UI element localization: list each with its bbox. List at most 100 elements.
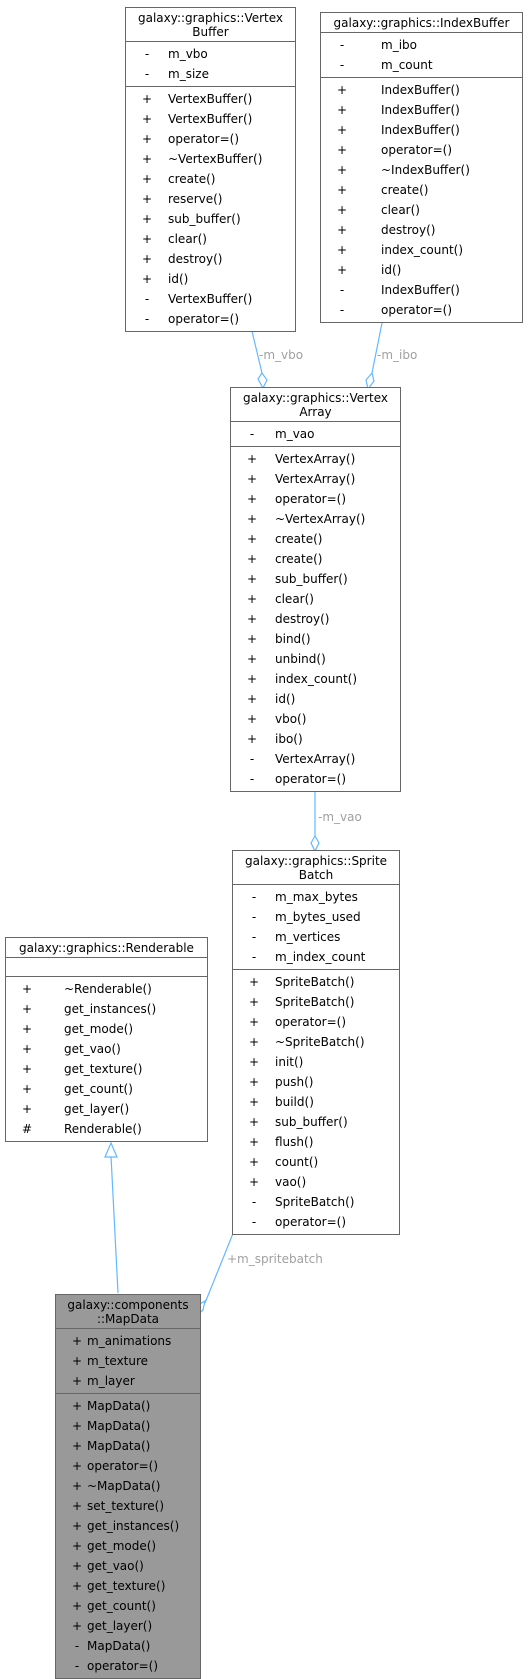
attribute-row[interactable]: +m_texture xyxy=(56,1351,200,1371)
method-row[interactable]: +ibo() xyxy=(231,729,400,749)
method-row[interactable]: +operator=() xyxy=(321,140,522,160)
method-row[interactable]: +~VertexBuffer() xyxy=(126,149,295,169)
method-row[interactable]: +create() xyxy=(126,169,295,189)
method-row[interactable]: +IndexBuffer() xyxy=(321,120,522,140)
class-box-vertex-buffer[interactable]: galaxy::graphics::Vertex Buffer -m_vbo-m… xyxy=(125,7,296,332)
method-row[interactable]: +IndexBuffer() xyxy=(321,80,522,100)
method-row[interactable]: +~Renderable() xyxy=(6,979,207,999)
class-box-index-buffer[interactable]: galaxy::graphics::IndexBuffer -m_ibo-m_c… xyxy=(320,12,523,323)
method-row[interactable]: +operator=() xyxy=(56,1456,200,1476)
method-row[interactable]: +clear() xyxy=(321,200,522,220)
method-row[interactable]: +build() xyxy=(233,1092,399,1112)
method-row[interactable]: +~SpriteBatch() xyxy=(233,1032,399,1052)
attribute-row[interactable]: -m_vbo xyxy=(126,44,295,64)
attribute-row[interactable]: +m_layer xyxy=(56,1371,200,1391)
method-row[interactable]: +id() xyxy=(231,689,400,709)
method-row[interactable]: +id() xyxy=(126,269,295,289)
class-box-map-data[interactable]: galaxy::components ::MapData +m_animatio… xyxy=(55,1294,201,1679)
method-row[interactable]: +vbo() xyxy=(231,709,400,729)
method-row[interactable]: +operator=() xyxy=(126,129,295,149)
method-row[interactable]: -VertexArray() xyxy=(231,749,400,769)
method-row[interactable]: +id() xyxy=(321,260,522,280)
attribute-row[interactable]: -m_size xyxy=(126,64,295,84)
method-row[interactable]: +get_instances() xyxy=(6,999,207,1019)
method-row[interactable]: +MapData() xyxy=(56,1416,200,1436)
method-row[interactable]: +get_layer() xyxy=(56,1616,200,1636)
method-row[interactable]: -operator=() xyxy=(126,309,295,329)
method-row[interactable]: +destroy() xyxy=(126,249,295,269)
attribute-row[interactable]: -m_max_bytes xyxy=(233,887,399,907)
method-row[interactable]: +operator=() xyxy=(231,489,400,509)
attribute-row[interactable]: -m_index_count xyxy=(233,947,399,967)
method-row[interactable]: +SpriteBatch() xyxy=(233,992,399,1012)
method-row[interactable]: +VertexBuffer() xyxy=(126,89,295,109)
class-box-vertex-array[interactable]: galaxy::graphics::Vertex Array -m_vao +V… xyxy=(230,387,401,792)
method-row[interactable]: +operator=() xyxy=(233,1012,399,1032)
method-row[interactable]: +reserve() xyxy=(126,189,295,209)
method-row[interactable]: +get_vao() xyxy=(6,1039,207,1059)
method-row[interactable]: -MapData() xyxy=(56,1636,200,1656)
attribute-row[interactable]: -m_vertices xyxy=(233,927,399,947)
method-row[interactable]: +clear() xyxy=(126,229,295,249)
method-row[interactable]: +get_count() xyxy=(56,1596,200,1616)
method-row[interactable]: +get_texture() xyxy=(6,1059,207,1079)
attribute-row[interactable]: -m_ibo xyxy=(321,35,522,55)
method-row[interactable]: +get_vao() xyxy=(56,1556,200,1576)
method-row[interactable]: +create() xyxy=(321,180,522,200)
method-row[interactable]: +unbind() xyxy=(231,649,400,669)
method-row[interactable]: #Renderable() xyxy=(6,1119,207,1139)
method-row[interactable]: +get_mode() xyxy=(56,1536,200,1556)
attribute-row[interactable]: +m_animations xyxy=(56,1331,200,1351)
method-row[interactable]: -operator=() xyxy=(56,1656,200,1676)
class-box-renderable[interactable]: galaxy::graphics::Renderable +~Renderabl… xyxy=(5,937,208,1142)
visibility-marker: + xyxy=(246,692,258,706)
method-row[interactable]: +MapData() xyxy=(56,1436,200,1456)
method-row[interactable]: +~IndexBuffer() xyxy=(321,160,522,180)
method-row[interactable]: +create() xyxy=(231,529,400,549)
method-row[interactable]: +bind() xyxy=(231,629,400,649)
method-row[interactable]: -operator=() xyxy=(231,769,400,789)
method-row[interactable]: +IndexBuffer() xyxy=(321,100,522,120)
class-box-sprite-batch[interactable]: galaxy::graphics::Sprite Batch -m_max_by… xyxy=(232,850,400,1235)
method-row[interactable]: +VertexArray() xyxy=(231,469,400,489)
method-row[interactable]: +vao() xyxy=(233,1172,399,1192)
method-row[interactable]: +clear() xyxy=(231,589,400,609)
method-row[interactable]: +MapData() xyxy=(56,1396,200,1416)
visibility-marker: + xyxy=(246,652,258,666)
method-row[interactable]: +get_count() xyxy=(6,1079,207,1099)
method-row[interactable]: +sub_buffer() xyxy=(231,569,400,589)
method-row[interactable]: +push() xyxy=(233,1072,399,1092)
method-row[interactable]: +~MapData() xyxy=(56,1476,200,1496)
method-name: MapData() xyxy=(87,1399,151,1413)
method-row[interactable]: +index_count() xyxy=(321,240,522,260)
attributes-section: -m_max_bytes-m_bytes_used-m_vertices-m_i… xyxy=(233,884,399,969)
method-row[interactable]: +VertexBuffer() xyxy=(126,109,295,129)
method-row[interactable]: +sub_buffer() xyxy=(126,209,295,229)
method-name: ~VertexBuffer() xyxy=(168,152,263,166)
method-row[interactable]: +VertexArray() xyxy=(231,449,400,469)
method-row[interactable]: +destroy() xyxy=(321,220,522,240)
method-row[interactable]: -SpriteBatch() xyxy=(233,1192,399,1212)
method-row[interactable]: +get_instances() xyxy=(56,1516,200,1536)
method-row[interactable]: +index_count() xyxy=(231,669,400,689)
method-row[interactable]: -operator=() xyxy=(233,1212,399,1232)
method-row[interactable]: -IndexBuffer() xyxy=(321,280,522,300)
method-row[interactable]: +sub_buffer() xyxy=(233,1112,399,1132)
method-row[interactable]: +get_texture() xyxy=(56,1576,200,1596)
method-row[interactable]: +create() xyxy=(231,549,400,569)
method-row[interactable]: +init() xyxy=(233,1052,399,1072)
attribute-row[interactable]: -m_bytes_used xyxy=(233,907,399,927)
method-row[interactable]: -operator=() xyxy=(321,300,522,320)
method-row[interactable]: +SpriteBatch() xyxy=(233,972,399,992)
method-row[interactable]: +get_mode() xyxy=(6,1019,207,1039)
method-row[interactable]: +set_texture() xyxy=(56,1496,200,1516)
attribute-row[interactable]: -m_count xyxy=(321,55,522,75)
method-row[interactable]: +count() xyxy=(233,1152,399,1172)
attribute-row[interactable]: -m_vao xyxy=(231,424,400,444)
method-row[interactable]: +destroy() xyxy=(231,609,400,629)
method-row[interactable]: -VertexBuffer() xyxy=(126,289,295,309)
method-row[interactable]: +flush() xyxy=(233,1132,399,1152)
method-row[interactable]: +get_layer() xyxy=(6,1099,207,1119)
method-row[interactable]: +~VertexArray() xyxy=(231,509,400,529)
attribute-name: m_size xyxy=(168,67,209,81)
